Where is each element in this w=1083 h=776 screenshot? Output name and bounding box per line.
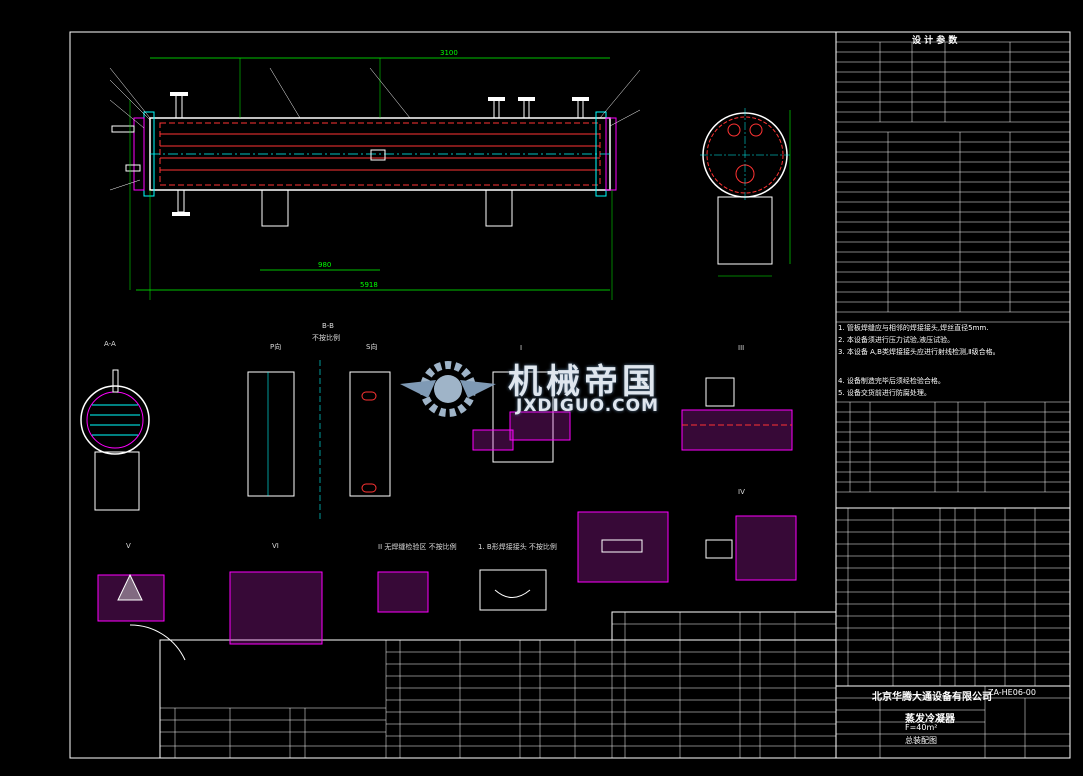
main-elevation-view bbox=[109, 57, 641, 300]
design-table-title: 设 计 参 数 bbox=[912, 36, 958, 46]
company-name: 北京华腾大通设备有限公司 bbox=[872, 692, 992, 703]
dim-d3: 3100 bbox=[440, 49, 458, 57]
detail-iii bbox=[681, 377, 793, 451]
drawing-number: ZA-HE06-00 bbox=[988, 688, 1036, 697]
watermark-subtitle: JXDIGUO.COM bbox=[516, 396, 660, 416]
label-view-s: S向 bbox=[366, 343, 378, 351]
label-view-v: V bbox=[126, 542, 131, 550]
weld-note: II 无焊缝检验区 不按比例 bbox=[378, 543, 457, 551]
label-aa: A-A bbox=[104, 340, 116, 348]
dim-d2: 980 bbox=[318, 261, 331, 269]
product-type: 总装配图 bbox=[905, 736, 937, 745]
label-view-iv: IV bbox=[738, 488, 745, 496]
parts-list-bottom bbox=[159, 611, 837, 759]
weld-details bbox=[97, 569, 547, 661]
end-view bbox=[700, 108, 791, 277]
detail-i bbox=[472, 371, 571, 463]
design-parameter-table bbox=[835, 31, 1071, 509]
dim-overall: 5918 bbox=[360, 281, 378, 289]
note-5: 5. 设备交货前进行防腐处理。 bbox=[838, 389, 931, 397]
label-bb: B-B bbox=[322, 322, 334, 330]
watermark: 机械帝国 JXDIGUO.COM bbox=[398, 354, 698, 424]
gear-logo-icon bbox=[400, 361, 496, 417]
watermark-title: 机械帝国 bbox=[508, 362, 660, 402]
label-view-iii: III bbox=[738, 344, 745, 352]
note-1: 1. 管板焊缝应与相邻的焊接接头,焊丝直径5mm. bbox=[838, 324, 989, 332]
label-view-p: P向 bbox=[270, 343, 282, 351]
section-aa-view bbox=[80, 369, 150, 511]
view-s bbox=[349, 371, 391, 497]
note-2: 2. 本设备须进行压力试验,液压试验。 bbox=[838, 336, 955, 344]
detail-vi bbox=[705, 515, 797, 581]
detail-iv bbox=[577, 511, 669, 583]
label-no-scale-1: 不按比例 bbox=[312, 334, 340, 342]
view-p bbox=[247, 371, 295, 497]
label-view-i: I bbox=[520, 344, 523, 352]
note-4: 4. 设备制造完毕后须经检验合格。 bbox=[838, 377, 945, 385]
label-view-vi: VI bbox=[272, 542, 279, 550]
weld-note-2: 1. B形焊接接头 不按比例 bbox=[478, 543, 557, 551]
product-spec: F=40m² bbox=[905, 723, 938, 732]
product-name: 蒸发冷凝器 bbox=[905, 714, 955, 725]
note-3: 3. 本设备 A,B类焊接接头应进行射线检测,Ⅱ级合格。 bbox=[838, 348, 1000, 356]
